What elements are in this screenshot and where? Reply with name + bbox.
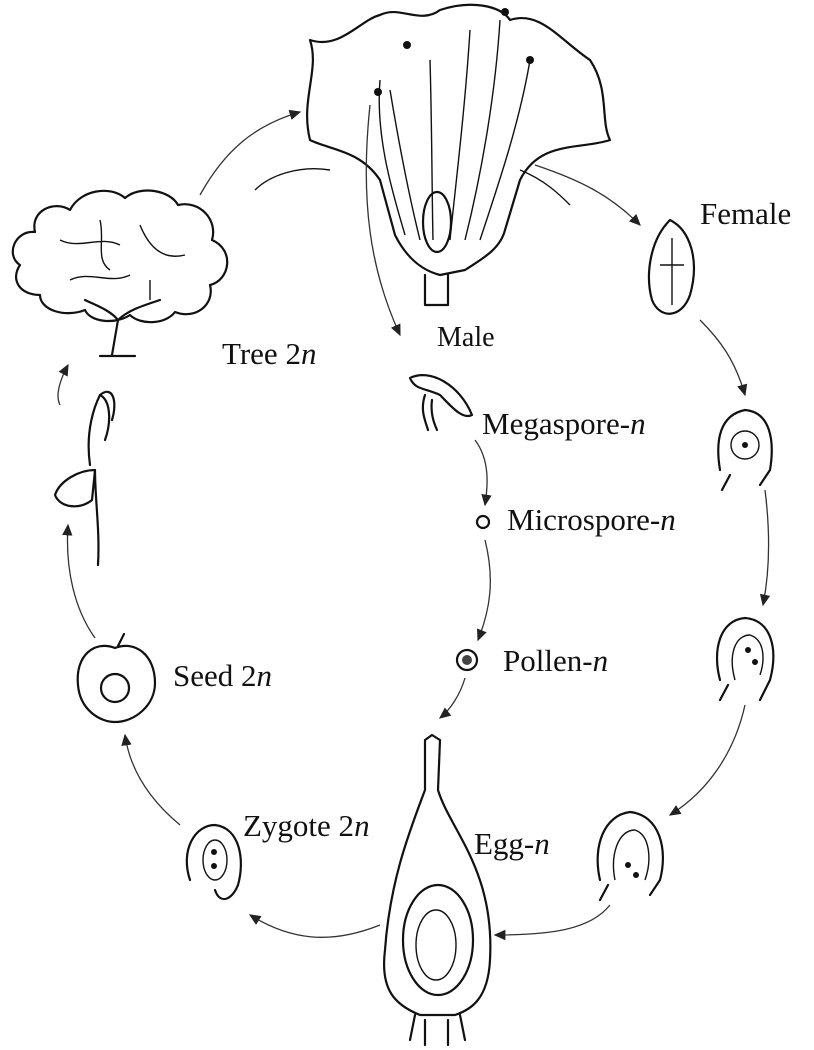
ovule-stage-3-illustration <box>596 810 664 902</box>
female-ovule-illustration <box>647 218 695 315</box>
label-seed: Seed 2n <box>173 658 272 694</box>
label-male-text: Male <box>437 322 495 353</box>
label-pollen: Pollen-n <box>503 643 608 679</box>
label-tree: Tree 2n <box>222 336 316 372</box>
label-seed-text: Seed 2 <box>173 658 257 693</box>
label-microspore-ploidy: n <box>660 502 676 537</box>
label-zygote-ploidy: n <box>354 808 370 843</box>
flower-illustration <box>254 3 612 307</box>
label-microspore-text: Microspore- <box>507 502 661 537</box>
label-megaspore-text: Megaspore- <box>482 406 631 441</box>
label-pollen-text: Pollen- <box>503 643 593 678</box>
label-tree-text: Tree 2 <box>222 336 301 371</box>
ovule-stage-2-illustration <box>716 616 775 702</box>
tree-illustration <box>11 189 229 358</box>
seed-illustration <box>76 632 157 724</box>
cycle-arrows <box>57 104 771 941</box>
ovule-stage-1-illustration <box>717 408 773 492</box>
zygote-ovule-illustration <box>185 823 242 901</box>
pistil-illustration <box>382 733 492 1047</box>
label-megaspore-ploidy: n <box>630 406 646 441</box>
label-egg-text: Egg- <box>474 826 535 861</box>
label-egg: Egg-n <box>474 826 550 862</box>
label-female: Female <box>700 196 791 232</box>
seedling-illustration <box>53 390 116 567</box>
label-male: Male <box>437 322 495 354</box>
label-microspore: Microspore-n <box>507 502 676 538</box>
label-female-text: Female <box>700 196 792 231</box>
microspore-illustration <box>475 514 491 530</box>
label-egg-ploidy: n <box>534 826 550 861</box>
label-seed-ploidy: n <box>256 658 273 693</box>
label-pollen-ploidy: n <box>592 643 609 678</box>
pollen-illustration <box>455 648 479 672</box>
label-zygote-text: Zygote 2 <box>243 808 355 843</box>
label-tree-ploidy: n <box>300 336 317 371</box>
label-zygote: Zygote 2n <box>243 808 370 844</box>
label-megaspore: Megaspore-n <box>482 406 646 442</box>
male-anther-illustration <box>408 374 474 432</box>
